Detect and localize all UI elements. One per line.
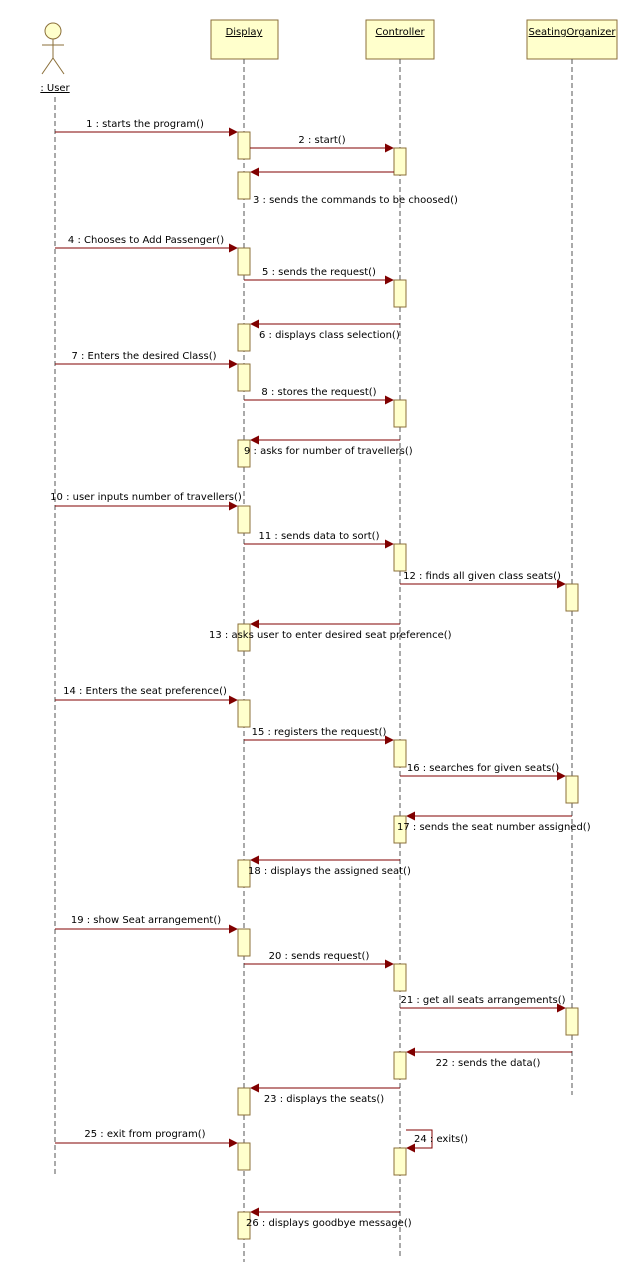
activation-display <box>237 859 251 888</box>
message-label: 24 : exits() <box>414 1134 468 1145</box>
activation-display <box>237 928 251 957</box>
message-label: 15 : registers the request() <box>252 727 387 738</box>
activation-seating <box>565 1007 579 1036</box>
message-label: 18 : displays the assigned seat() <box>248 866 411 877</box>
activation-display <box>237 363 251 392</box>
message-label: 13 : asks user to enter desired seat pre… <box>209 630 452 641</box>
message-label: 26 : displays goodbye message() <box>246 1218 412 1229</box>
display-label: Display <box>226 27 263 38</box>
activation-display <box>237 623 251 652</box>
user-actor: : User <box>40 22 71 94</box>
seating-organizer-lifeline-header: SeatingOrganizer <box>526 19 618 60</box>
activation-display <box>237 1211 251 1240</box>
activation-display <box>237 439 251 468</box>
message-label: 19 : show Seat arrangement() <box>71 915 221 926</box>
activation-controller <box>393 543 407 572</box>
activation-controller <box>393 399 407 428</box>
message-label: 7 : Enters the desired Class() <box>71 351 216 362</box>
self-message-arrow <box>406 1129 433 1153</box>
message-labels: 1 : starts the program() 2 : start() 3 :… <box>50 119 591 1229</box>
activation-boxes <box>237 131 579 1240</box>
activation-display <box>237 131 251 160</box>
seating-organizer-label: SeatingOrganizer <box>529 27 617 38</box>
message-label: 4 : Chooses to Add Passenger() <box>68 235 224 246</box>
activation-display <box>237 323 251 352</box>
activation-controller <box>393 963 407 992</box>
message-label: 16 : searches for given seats() <box>407 763 559 774</box>
message-label: 22 : sends the data() <box>436 1058 541 1069</box>
activation-controller <box>393 1147 407 1176</box>
actor-head <box>44 22 62 40</box>
controller-label: Controller <box>375 27 425 38</box>
message-label: 12 : finds all given class seats() <box>403 571 561 582</box>
activation-display <box>237 247 251 276</box>
actor-label: : User <box>40 83 70 94</box>
message-label: 17 : sends the seat number assigned() <box>397 822 591 833</box>
message-label: 10 : user inputs number of travellers() <box>50 492 242 503</box>
message-label: 23 : displays the seats() <box>264 1094 384 1105</box>
message-label: 2 : start() <box>298 135 345 146</box>
message-label: 11 : sends data to sort() <box>259 531 380 542</box>
activation-controller <box>393 1051 407 1080</box>
message-label: 25 : exit from program() <box>84 1129 205 1140</box>
message-arrows <box>55 127 572 1217</box>
message-label: 14 : Enters the seat preference() <box>63 686 227 697</box>
activation-display <box>237 1087 251 1116</box>
message-label: 6 : displays class selection() <box>259 330 400 341</box>
activation-seating <box>565 583 579 612</box>
message-label: 20 : sends request() <box>269 951 370 962</box>
activation-display <box>237 505 251 534</box>
activation-seating <box>565 775 579 804</box>
activation-controller <box>393 279 407 308</box>
display-lifeline-header: Display <box>210 19 279 60</box>
message-label: 21 : get all seats arrangements() <box>400 995 565 1006</box>
activation-display <box>237 171 251 200</box>
message-label: 3 : sends the commands to be choosed() <box>253 195 458 206</box>
activation-controller <box>393 815 407 844</box>
message-label: 5 : sends the request() <box>262 267 376 278</box>
message-label: 8 : stores the request() <box>261 387 376 398</box>
activation-controller <box>393 147 407 176</box>
message-label: 9 : asks for number of travellers() <box>244 446 413 457</box>
activation-display <box>237 699 251 728</box>
message-label: 1 : starts the program() <box>86 119 204 130</box>
controller-lifeline-header: Controller <box>365 19 435 60</box>
activation-display <box>237 1142 251 1171</box>
activation-controller <box>393 739 407 768</box>
